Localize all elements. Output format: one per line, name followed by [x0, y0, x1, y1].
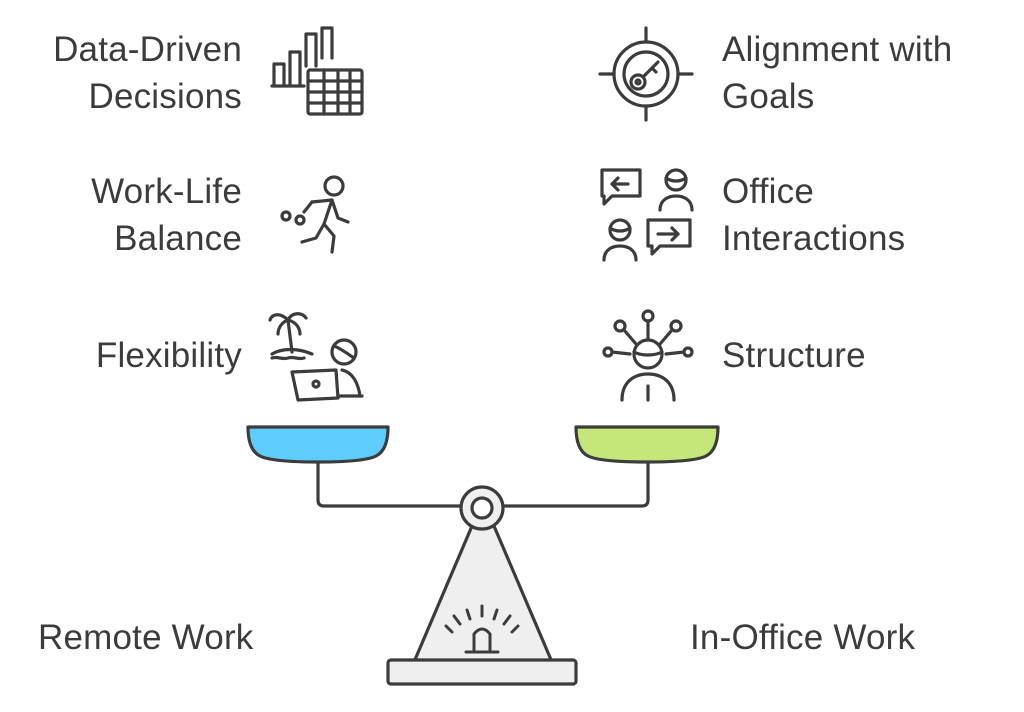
side-label-text: In-Office Work: [690, 618, 916, 657]
network-person-icon: [600, 308, 696, 404]
factor-data-driven-decisions: Data-Driven Decisions: [53, 26, 242, 120]
factor-alignment-with-goals: Alignment with Goals: [722, 26, 952, 120]
factor-label-line: Decisions: [88, 77, 242, 116]
scale-base: [386, 658, 578, 686]
factor-label-line: Office: [722, 172, 814, 211]
factor-work-life-balance: Work-Life Balance: [91, 168, 242, 262]
gauge-icon: [444, 604, 520, 654]
people-chat-icon: [598, 164, 698, 264]
factor-label-line: Balance: [114, 219, 242, 258]
scale-pan-left: [246, 425, 390, 464]
factor-label-line: Structure: [722, 336, 866, 375]
factor-label-line: Goals: [722, 77, 815, 116]
factor-label-line: Alignment with: [722, 30, 953, 69]
target-key-icon: [598, 22, 698, 122]
scale-beam-right: [498, 456, 650, 508]
factor-flexibility: Flexibility: [96, 332, 242, 379]
scale-pivot-inner: [470, 496, 494, 520]
factor-label-line: Data-Driven: [53, 30, 242, 69]
chart-table-icon: [268, 24, 368, 124]
scale-pan-right: [574, 425, 720, 464]
side-label-in-office-work: In-Office Work: [690, 614, 915, 661]
factor-structure: Structure: [722, 332, 866, 379]
factor-label-line: Work-Life: [91, 172, 242, 211]
side-label-text: Remote Work: [38, 618, 254, 657]
scale-beam-left: [316, 456, 464, 508]
factor-label-line: Flexibility: [95, 336, 242, 375]
side-label-remote-work: Remote Work: [38, 614, 254, 661]
running-person-icon: [276, 172, 364, 258]
beach-laptop-icon: [268, 308, 368, 404]
factor-label-line: Interactions: [722, 219, 906, 258]
factor-office-interactions: Office Interactions: [722, 168, 905, 262]
